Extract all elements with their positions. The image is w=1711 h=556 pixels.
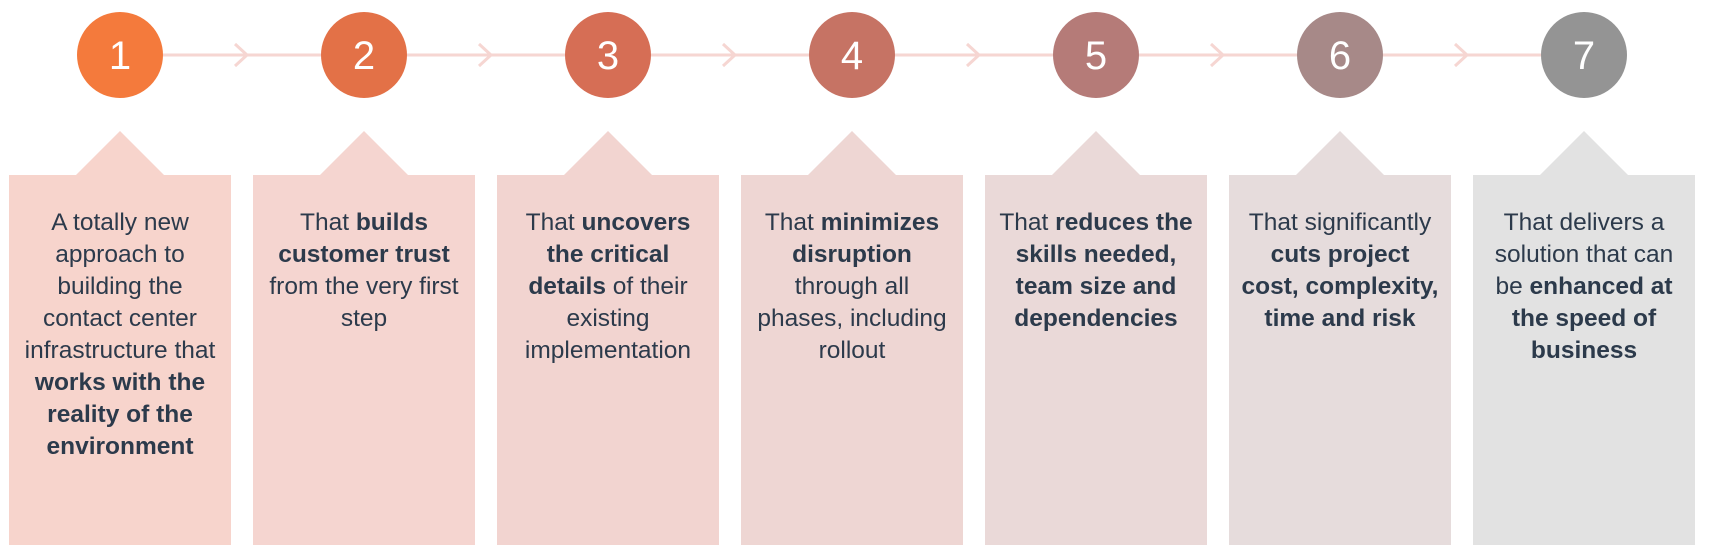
- step-description-text: of their existing implementation: [524, 273, 692, 364]
- chevron-right-icon: [721, 42, 738, 68]
- step-circle: [321, 12, 407, 98]
- step-description-text: That: [525, 209, 582, 236]
- step-circle: [1541, 12, 1627, 98]
- step-card: [985, 131, 1207, 545]
- step-card: [497, 131, 719, 545]
- chevron-right-icon: [477, 42, 494, 68]
- step-number: 5: [1085, 34, 1107, 78]
- step-card: [9, 131, 231, 545]
- step-description-text: That: [300, 209, 356, 236]
- step-card: [1473, 131, 1695, 545]
- step-circle: [77, 12, 163, 98]
- step-description: That significantly cuts project cost, co…: [1240, 207, 1440, 335]
- step-description-text: That significantly: [1248, 209, 1432, 236]
- chevron-right-icon: [1209, 42, 1226, 68]
- step-number: 1: [109, 34, 131, 78]
- step-circle: [809, 12, 895, 98]
- step-description-bold: uncovers the critical details: [528, 209, 691, 300]
- step-description-bold: minimizes disruption: [792, 209, 940, 268]
- step-circle: [565, 12, 651, 98]
- step-description: That minimizes disruption through all ph…: [752, 207, 952, 367]
- chevron-right-icon: [233, 42, 250, 68]
- circles-layer: 1 2 3 4 5 6 7: [77, 12, 1627, 98]
- chevron-right-icon: [1453, 42, 1470, 68]
- step-description: That uncovers the critical details of th…: [508, 207, 708, 367]
- step-description-text: A totally new approach to building the c…: [24, 209, 216, 364]
- step-description-text: That: [999, 209, 1056, 236]
- step-circle: [1053, 12, 1139, 98]
- chevron-right-icon: [965, 42, 982, 68]
- step-description-bold: enhanced at the speed of business: [1511, 273, 1673, 364]
- step-description: A totally new approach to building the c…: [20, 207, 220, 463]
- step-description-bold: cuts project cost, complexity, time and …: [1241, 241, 1439, 332]
- connectors-layer: [163, 42, 1541, 68]
- step-card: [1229, 131, 1451, 545]
- step-circle: [1297, 12, 1383, 98]
- step-description-bold: works with the reality of the environmen…: [34, 369, 206, 460]
- step-description: That builds customer trust from the very…: [264, 207, 464, 335]
- step-description-text: through all phases, including rollout: [757, 273, 947, 364]
- step-number: 2: [353, 34, 375, 78]
- step-description: That delivers a solution that can be enh…: [1484, 207, 1684, 367]
- step-card: [253, 131, 475, 545]
- step-number: 6: [1329, 34, 1351, 78]
- step-number: 3: [597, 34, 619, 78]
- step-description-text: That: [764, 209, 821, 236]
- step-description-bold: reduces the skills needed, team size and…: [1014, 209, 1193, 332]
- cards-layer: [9, 131, 1695, 545]
- step-number: 4: [841, 34, 863, 78]
- step-number: 7: [1573, 34, 1595, 78]
- step-card: [741, 131, 963, 545]
- step-description: That reduces the skills needed, team siz…: [996, 207, 1196, 335]
- step-description-text: That delivers a solution that can be: [1494, 209, 1674, 300]
- step-description-bold: builds customer trust: [278, 209, 450, 268]
- step-description-text: from the very first step: [269, 273, 459, 332]
